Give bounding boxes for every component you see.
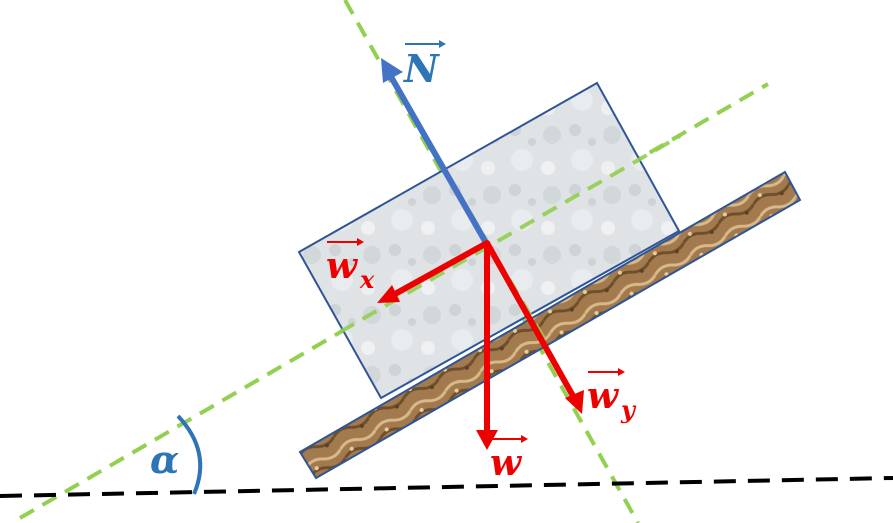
weight-y-component-arrow bbox=[484, 241, 584, 414]
weight-x-symbol: w bbox=[326, 238, 364, 287]
ramp-surface bbox=[298, 170, 802, 480]
weight-arrow bbox=[476, 243, 498, 450]
weight-y-subscript: y bbox=[621, 395, 635, 424]
weight-symbol: w bbox=[490, 435, 528, 484]
weight-x-subscript: x bbox=[360, 265, 375, 294]
marble-block bbox=[297, 81, 681, 400]
parallel-axis-line bbox=[18, 82, 770, 520]
weight-x-component-arrow bbox=[377, 240, 489, 303]
horizontal-ground-line bbox=[0, 476, 893, 498]
weight-y-symbol: w bbox=[587, 368, 625, 417]
angle-label: α bbox=[150, 437, 180, 482]
normal-force-arrow bbox=[381, 58, 488, 243]
normal-force-label: N bbox=[404, 40, 446, 91]
weight-label: w bbox=[490, 435, 528, 484]
angle-arc bbox=[176, 414, 203, 495]
normal-force-symbol: N bbox=[404, 40, 446, 91]
